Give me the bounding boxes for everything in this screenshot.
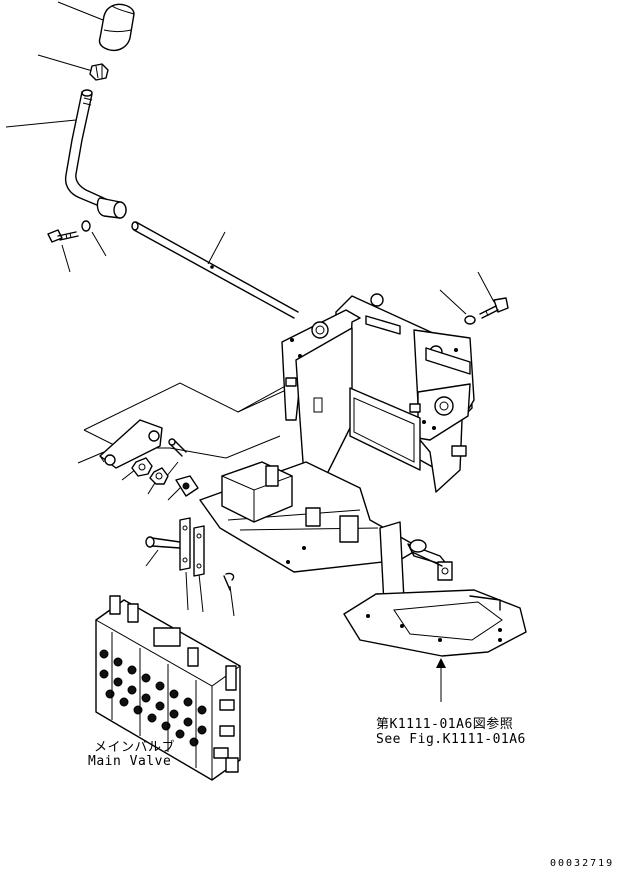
cotter-pin <box>223 572 235 591</box>
pivot-assembly <box>407 539 453 581</box>
bolt-right <box>479 297 509 319</box>
leader-bolt-right <box>477 271 495 303</box>
drawing-code: 00032719 <box>550 858 615 869</box>
plate-2 <box>193 525 205 577</box>
figure-reference-jp: 第K1111-01A6図参照 <box>376 717 514 732</box>
floor-plate <box>343 589 527 657</box>
main-valve-label-en: Main Valve <box>88 754 172 769</box>
leader-bolt-long <box>145 549 159 567</box>
bolt-long <box>145 536 181 549</box>
arrow-head <box>436 658 446 668</box>
nut-small-1 <box>131 457 153 477</box>
valve-ports <box>99 649 207 747</box>
leader-knob <box>57 1 109 23</box>
leader-nut <box>37 54 97 73</box>
leader-bolt-left <box>61 244 71 273</box>
leader-washer-left <box>91 231 107 257</box>
plate-1 <box>179 517 191 571</box>
lever-rod <box>64 89 127 219</box>
main-valve <box>95 595 241 781</box>
bolt-left <box>47 229 79 243</box>
leader-plate-2 <box>198 573 204 613</box>
lock-nut <box>89 63 109 81</box>
leader-lever-link <box>77 451 105 464</box>
mounting-block <box>220 461 294 523</box>
leader-shaft <box>207 231 226 265</box>
leader-washer-right <box>439 289 467 315</box>
nut-small-2 <box>149 467 169 485</box>
figure-reference-en: See Fig.K1111-01A6 <box>376 732 526 747</box>
lever-knob <box>98 3 135 52</box>
small-bracket <box>175 475 199 497</box>
connector-line-lower <box>83 429 281 459</box>
leader-bracket-small <box>167 485 183 501</box>
cross-shaft <box>131 221 299 319</box>
washer-right <box>464 315 476 325</box>
clevis-pin <box>168 438 187 457</box>
main-valve-label-jp: メインバルブ <box>94 740 176 755</box>
leader-cotter-pin <box>229 585 235 617</box>
washer-left <box>81 220 91 232</box>
lever-link <box>99 419 163 469</box>
leader-plate-1 <box>185 571 189 611</box>
leader-lever-rod <box>5 119 77 128</box>
